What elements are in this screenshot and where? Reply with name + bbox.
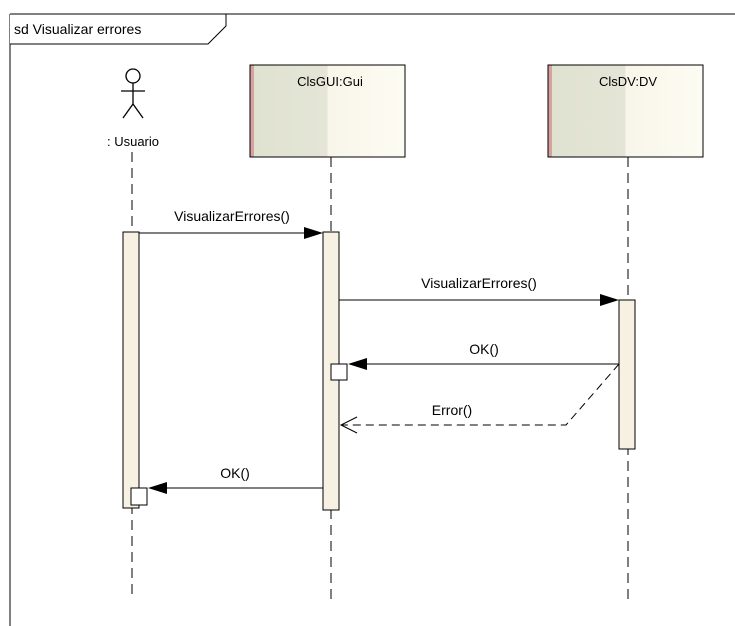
message-ok-1[interactable]: OK()	[330, 341, 619, 381]
actor-head-icon	[125, 68, 141, 84]
actor-label: : Usuario	[107, 134, 159, 149]
message-label: VisualizarErrores()	[421, 275, 537, 291]
message-ok-2[interactable]: OK()	[130, 465, 323, 506]
diagram-frame: sd Visualizar errores	[9, 13, 735, 626]
object-clsdv[interactable]: ClsDV:DV	[547, 64, 704, 158]
activation-clsdv	[618, 299, 636, 450]
message-label: OK()	[469, 341, 499, 357]
callback-box	[130, 487, 148, 506]
message-label: OK()	[220, 465, 250, 481]
callback-box	[330, 363, 348, 381]
object-name: ClsDV:DV	[599, 74, 657, 89]
object-name: ClsGUI:Gui	[297, 74, 363, 89]
arrowhead-icon	[304, 227, 323, 239]
arrowhead-icon	[148, 482, 167, 494]
message-error-return[interactable]: Error()	[339, 363, 620, 434]
frame-title-tab	[10, 13, 227, 45]
actor-usuario[interactable]: : Usuario	[107, 68, 159, 149]
arrowhead-icon	[348, 358, 367, 370]
arrowhead-icon	[600, 294, 619, 306]
object-clsgui[interactable]: ClsGUI:Gui	[249, 64, 406, 158]
message-visualizar-errores-1[interactable]: VisualizarErrores()	[139, 208, 323, 239]
message-label: Error()	[432, 402, 472, 418]
activation-usuario	[122, 231, 140, 509]
open-arrowhead-icon	[339, 416, 358, 434]
frame-title: sd Visualizar errores	[14, 21, 141, 37]
message-visualizar-errores-2[interactable]: VisualizarErrores()	[339, 275, 619, 306]
message-label: VisualizarErrores()	[174, 208, 290, 224]
